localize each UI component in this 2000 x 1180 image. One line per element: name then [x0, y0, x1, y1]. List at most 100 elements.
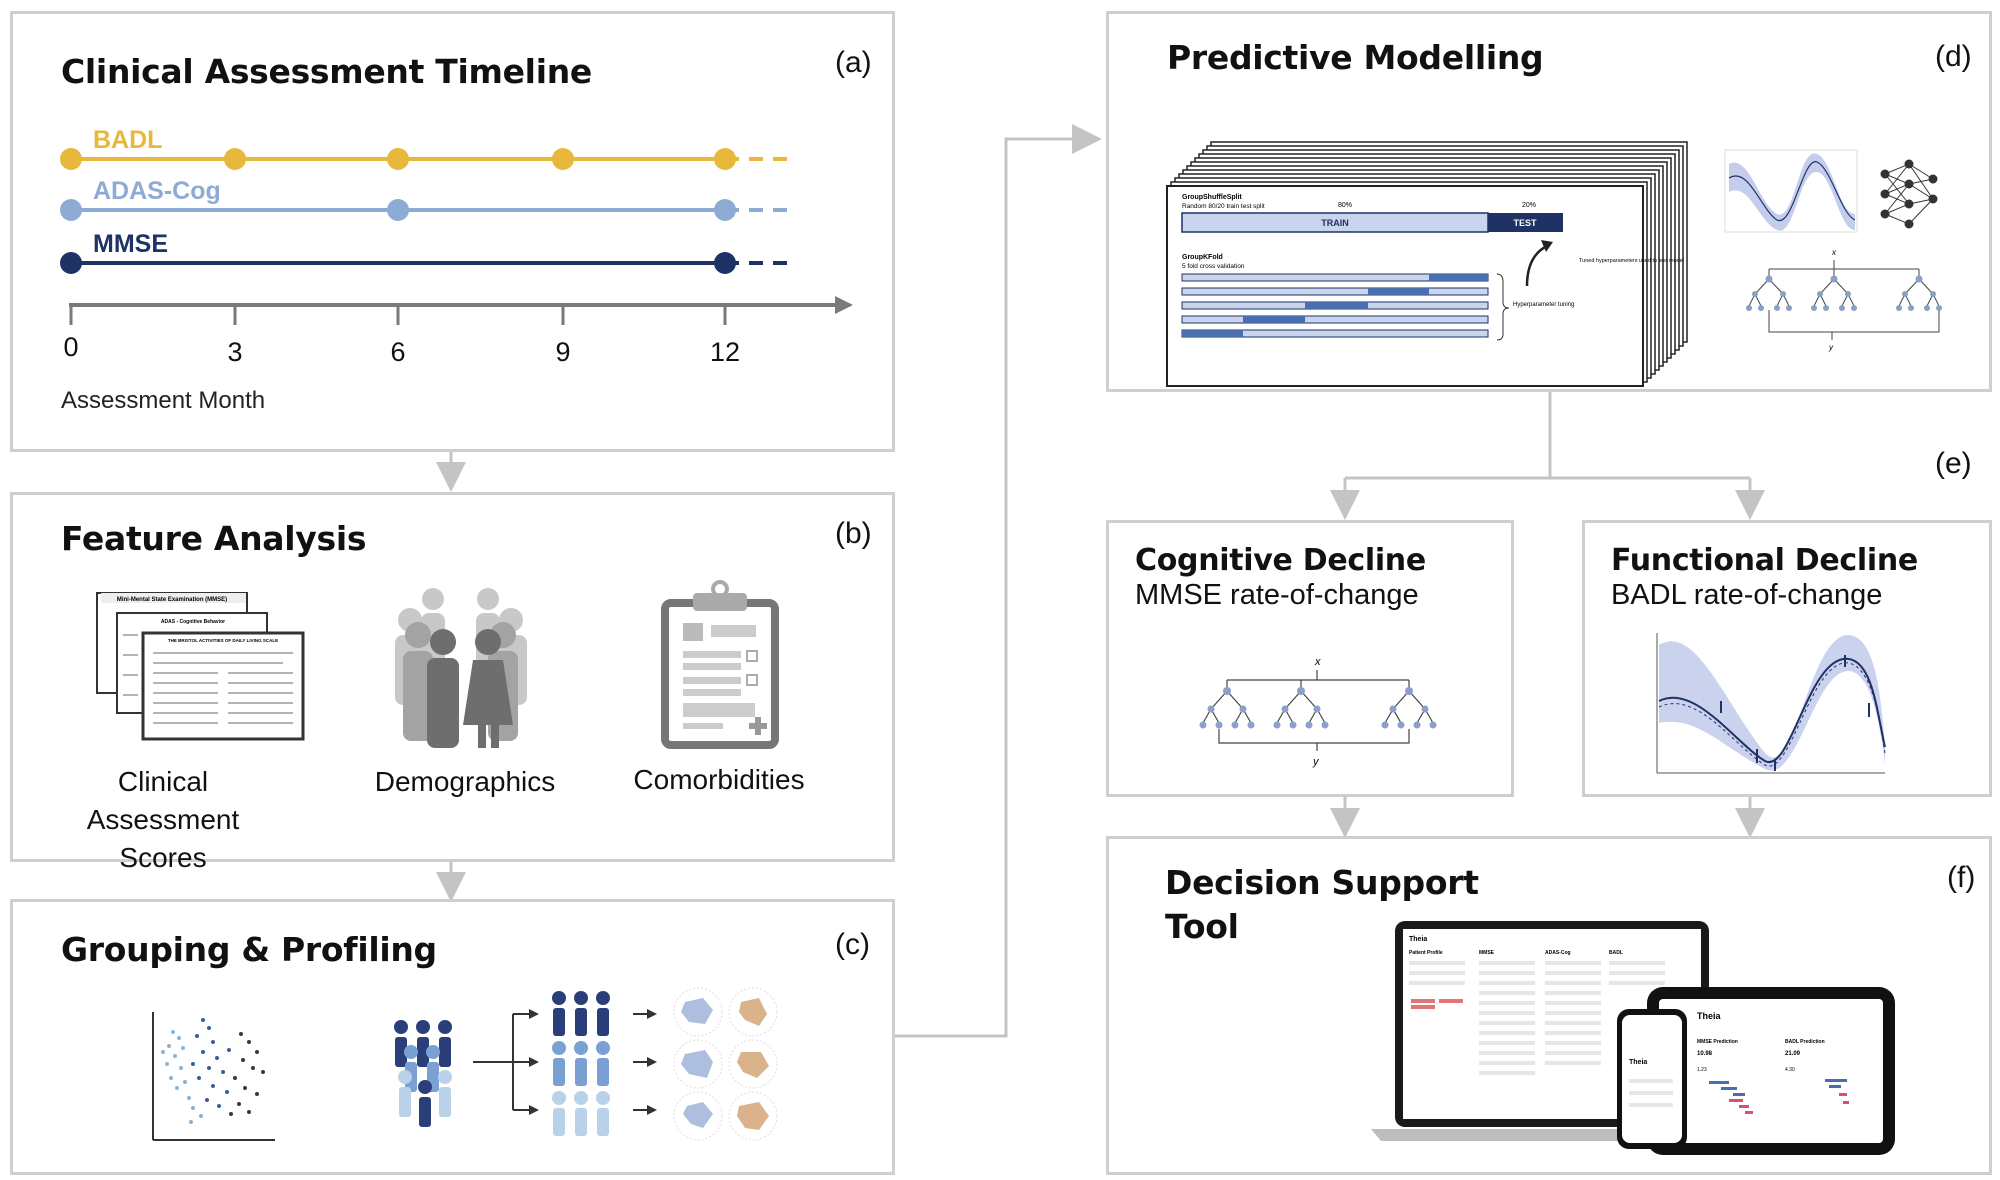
- tablet-app-name: Theia: [1697, 1011, 1722, 1021]
- cluster-scatter: [152, 1012, 275, 1141]
- line-label-mmse: MMSE: [93, 230, 168, 258]
- phone-app-name: Theia: [1629, 1059, 1647, 1066]
- doc-title-badl: THE BRISTOL ACTIVITIES OF DAILY LIVING S…: [168, 638, 278, 643]
- train-label: TRAIN: [1321, 218, 1349, 228]
- tuned-label: Tuned hyperparameters used to test model: [1579, 258, 1684, 264]
- stacked-sheets: [1166, 141, 1688, 387]
- panel-d-tag: (d): [1935, 40, 1972, 73]
- label-clinical-scores: Clinical Assessment Scores: [86, 766, 240, 873]
- modelling-graphic: GroupShuffleSplit Random 80/20 train tes…: [1166, 141, 1942, 387]
- label-comorbidities: Comorbidities: [633, 764, 805, 795]
- branch-arrows: [473, 1013, 649, 1111]
- functional-gp-graphic: [1656, 633, 1886, 774]
- panel-a-tag: (a): [835, 46, 872, 79]
- tick-12: 12: [710, 337, 740, 367]
- people-group-icon: [394, 1020, 452, 1127]
- tuning-label: Hyperparameter tuning: [1513, 302, 1574, 308]
- gaussian-process-thumbnail: [1724, 149, 1858, 233]
- functional-title: Functional Decline: [1611, 543, 1918, 578]
- badl-point-12: [714, 148, 736, 170]
- cluster-row-1: [552, 991, 610, 1036]
- line-label-adas: ADAS-Cog: [93, 177, 221, 205]
- phone-device: Theia: [1617, 1009, 1687, 1149]
- train-pct: 80%: [1338, 202, 1352, 209]
- panel-c-tag: (c): [835, 928, 870, 961]
- tablet-device: Theia MMSE Prediction BADL Prediction 10…: [1647, 987, 1895, 1155]
- cog-x-label: x: [1314, 656, 1321, 668]
- panel-decision-support-tool: Decision Support Tool (f) Theia Patient …: [1106, 836, 1992, 1175]
- line-label-badl: BADL: [93, 126, 162, 154]
- timeline-chart: BADL ADAS-Cog MMSE 0 3 6 9 12 As: [60, 126, 853, 414]
- assessment-forms-icon: Mini-Mental State Examination (MMSE) ADA…: [96, 592, 305, 741]
- tablet-val-1: 10.98: [1697, 1051, 1713, 1057]
- laptop-app-name: Theia: [1409, 936, 1427, 943]
- kfold-sub: 5 fold cross validation: [1182, 263, 1245, 270]
- neural-network-icon: [1880, 159, 1938, 229]
- random-forest-icon: x y: [1746, 248, 1942, 352]
- grouping-graphic: [152, 987, 778, 1141]
- badl-point-6: [387, 148, 409, 170]
- panel-predictive-modelling: Predictive Modelling (d) GroupShuffleSpl…: [1106, 11, 1992, 392]
- tablet-col-mmse: MMSE Prediction: [1697, 1039, 1738, 1045]
- panel-b-tag: (b): [835, 517, 872, 550]
- doc-title-adas: ADAS - Cognitive Behavior: [161, 619, 225, 625]
- panel-f-title-line2: Tool: [1165, 907, 1239, 946]
- adas-point-6: [387, 199, 409, 221]
- feature-icons: Mini-Mental State Examination (MMSE) ADA…: [96, 580, 779, 749]
- demographics-people-icon: [395, 588, 527, 748]
- tablet-val-4: 4.30: [1785, 1067, 1795, 1073]
- panel-f-tag: (f): [1947, 861, 1976, 894]
- tablet-val-2: 21.09: [1785, 1051, 1801, 1057]
- mmse-point-0: [60, 252, 82, 274]
- laptop-col-mmse: MMSE: [1479, 950, 1495, 956]
- kfold-title: GroupKFold: [1182, 254, 1223, 261]
- radar-profiles: [673, 987, 778, 1141]
- panel-c-title: Grouping & Profiling: [61, 930, 437, 969]
- functional-subtitle: BADL rate-of-change: [1611, 579, 1883, 611]
- laptop-col-profile: Patient Profile: [1409, 950, 1443, 956]
- adas-point-0: [60, 199, 82, 221]
- tablet-col-badl: BADL Prediction: [1785, 1039, 1825, 1045]
- tick-9: 9: [555, 337, 570, 367]
- panel-functional-decline: Functional Decline BADL rate-of-change: [1582, 520, 1992, 797]
- panel-e-tag: (e): [1935, 447, 1972, 480]
- axis-label: Assessment Month: [61, 387, 265, 414]
- panel-cognitive-decline: Cognitive Decline MMSE rate-of-change x …: [1106, 520, 1514, 797]
- split-sheet: GroupShuffleSplit Random 80/20 train tes…: [1181, 194, 1684, 341]
- rf-y-label: y: [1828, 343, 1834, 352]
- test-label: TEST: [1513, 218, 1537, 228]
- cog-y-label: y: [1312, 756, 1320, 768]
- clipboard-icon: [661, 580, 779, 749]
- panel-assessment-timeline: Clinical Assessment Timeline (a) BADL AD…: [10, 11, 895, 452]
- panel-d-title: Predictive Modelling: [1167, 38, 1544, 77]
- panel-grouping-profiling: Grouping & Profiling (c): [10, 899, 895, 1175]
- laptop-col-badl: BADL: [1609, 950, 1623, 956]
- cognitive-subtitle: MMSE rate-of-change: [1135, 579, 1419, 611]
- mmse-point-12: [714, 252, 736, 274]
- devices-graphic: Theia Patient Profile MMSE ADAS-Cog BADL: [1371, 921, 1895, 1155]
- tick-6: 6: [390, 337, 405, 367]
- panel-feature-analysis: Feature Analysis (b) Mini-Mental State E…: [10, 492, 895, 873]
- panel-a-title: Clinical Assessment Timeline: [61, 52, 592, 91]
- rf-x-label: x: [1831, 248, 1837, 257]
- laptop-col-adas: ADAS-Cog: [1545, 950, 1571, 956]
- tablet-val-3: 1.23: [1697, 1067, 1707, 1073]
- label-demographics: Demographics: [374, 766, 556, 797]
- cluster-row-3: [552, 1091, 610, 1136]
- axis-arrowhead: [835, 296, 853, 314]
- panel-b-title: Feature Analysis: [61, 519, 367, 558]
- cluster-row-2: [552, 1041, 610, 1086]
- doc-title-mmse: Mini-Mental State Examination (MMSE): [117, 597, 227, 603]
- test-pct: 20%: [1522, 202, 1536, 209]
- cognitive-tree-graphic: x y: [1199, 656, 1437, 768]
- split-sub: Random 80/20 train test split: [1182, 203, 1265, 210]
- split-title: GroupShuffleSplit: [1182, 194, 1243, 201]
- tick-0: 0: [63, 332, 78, 362]
- badl-point-3: [224, 148, 246, 170]
- badl-point-9: [552, 148, 574, 170]
- adas-point-12: [714, 199, 736, 221]
- panel-f-title-line1: Decision Support: [1165, 863, 1479, 902]
- cognitive-title: Cognitive Decline: [1135, 543, 1426, 578]
- badl-point-0: [60, 148, 82, 170]
- tick-3: 3: [227, 337, 242, 367]
